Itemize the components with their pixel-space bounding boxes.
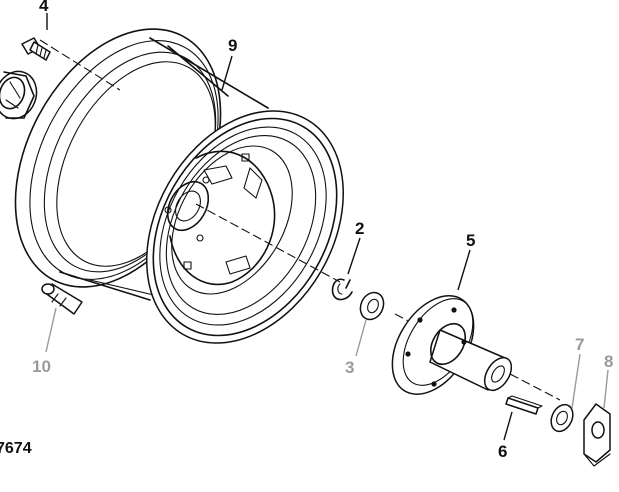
callout-3: 3	[345, 358, 354, 377]
callout-5: 5	[466, 231, 475, 250]
leader-5	[457, 249, 471, 291]
hub-spindle-part	[391, 295, 513, 395]
valve-stem-part	[41, 283, 83, 315]
callout-9: 9	[228, 36, 237, 55]
callout-8: 8	[604, 352, 613, 371]
leader-7	[571, 353, 581, 409]
figure-code: 7674	[0, 440, 32, 457]
snap-ring-part	[331, 278, 353, 301]
callout-7: 7	[575, 335, 584, 354]
bolt-part	[21, 37, 51, 61]
callout-10: 10	[32, 357, 51, 376]
leader-2	[347, 237, 361, 275]
nut-part	[0, 70, 38, 120]
key-part	[505, 395, 543, 415]
wheel-rim	[14, 28, 344, 344]
callout-6: 6	[498, 442, 507, 461]
leader-3	[355, 319, 367, 357]
leader-10	[45, 307, 57, 353]
callout-2: 2	[355, 219, 364, 238]
leader-8	[603, 369, 609, 409]
leader-9	[221, 55, 233, 91]
callout-4: 4	[39, 0, 49, 15]
washer-part	[359, 291, 385, 321]
retainer-ring-part	[550, 403, 574, 433]
leader-6	[503, 411, 513, 441]
cap-plate-part	[583, 403, 611, 467]
